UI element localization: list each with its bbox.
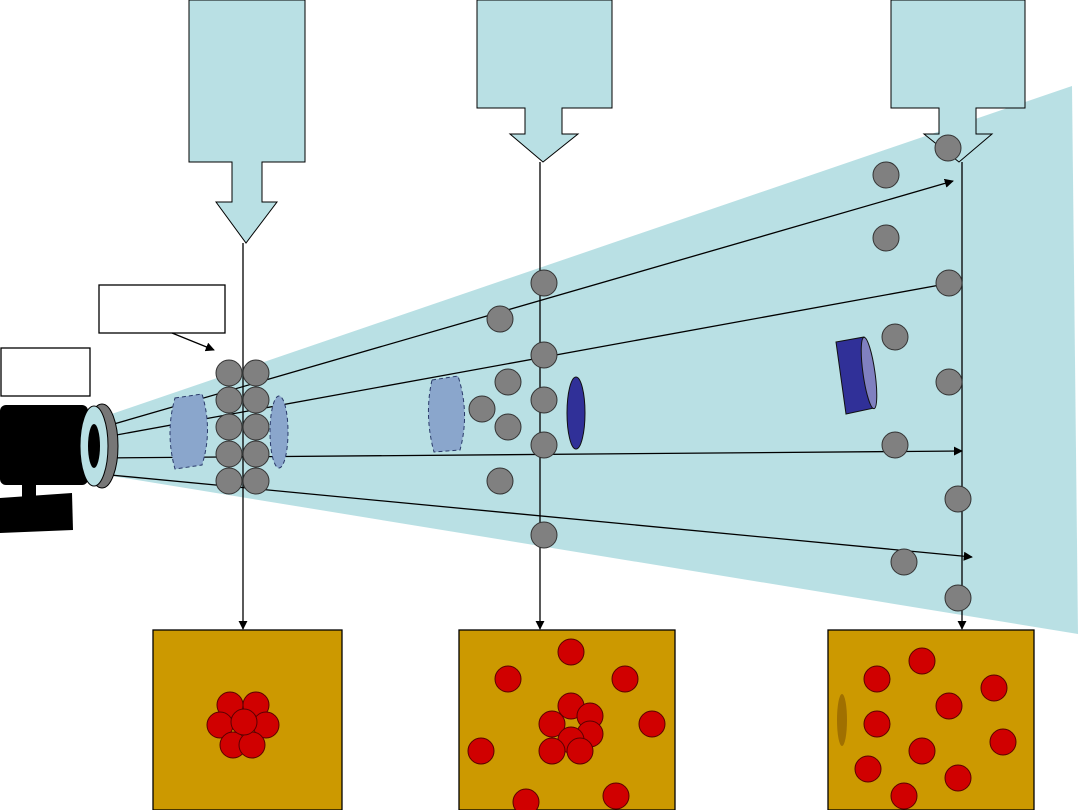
particle <box>242 359 270 387</box>
image-dot <box>467 737 495 765</box>
particle <box>494 368 522 396</box>
particles-callout <box>98 284 226 352</box>
particle <box>494 413 522 441</box>
image-dot <box>935 692 963 720</box>
image-dot <box>980 674 1008 702</box>
particle <box>944 584 972 612</box>
image-dot <box>557 638 585 666</box>
block-arrow-middle <box>476 0 613 163</box>
particle <box>872 224 900 252</box>
particle <box>242 467 270 495</box>
particle <box>935 368 963 396</box>
particle <box>530 341 558 369</box>
particle <box>468 395 496 423</box>
particle <box>215 359 243 387</box>
particles-callout-pointer <box>171 332 215 352</box>
image-dot <box>863 665 891 693</box>
particle <box>242 386 270 414</box>
image-dot <box>538 737 566 765</box>
particle <box>486 467 514 495</box>
faint-disk-left <box>169 393 208 470</box>
particle <box>881 323 909 351</box>
particle <box>530 431 558 459</box>
block-arrow-right <box>890 0 1026 163</box>
faint-disk-middle <box>427 375 466 453</box>
image-dot <box>494 665 522 693</box>
image-dot <box>854 755 882 783</box>
particle <box>215 386 243 414</box>
particle <box>242 440 270 468</box>
particle <box>530 521 558 549</box>
particle <box>215 467 243 495</box>
particle <box>215 440 243 468</box>
image-dot <box>890 782 918 810</box>
particle <box>890 548 918 576</box>
image-dot-group <box>206 638 1017 810</box>
image-dot <box>538 710 566 738</box>
image-disk-trace <box>837 694 847 746</box>
image-dot <box>566 737 594 765</box>
camera-callout <box>0 347 91 397</box>
image-dot <box>238 731 266 759</box>
particle <box>944 485 972 513</box>
particle <box>881 431 909 459</box>
particle <box>215 413 243 441</box>
faint-disk-left-edge <box>269 395 289 469</box>
image-dot <box>908 737 936 765</box>
particle-disk-icon <box>566 376 586 450</box>
image-dot <box>230 708 258 736</box>
particle <box>530 269 558 297</box>
camera-icon <box>0 403 119 533</box>
particle-group <box>215 134 972 612</box>
particle <box>486 305 514 333</box>
image-dot <box>638 710 666 738</box>
particle <box>242 413 270 441</box>
particle <box>934 134 962 162</box>
image-dot <box>611 665 639 693</box>
image-dot <box>863 710 891 738</box>
particle <box>530 386 558 414</box>
block-arrow-left <box>188 0 306 244</box>
particle-disk-icon <box>835 336 878 415</box>
image-dot <box>989 728 1017 756</box>
particle <box>935 269 963 297</box>
image-dot <box>908 647 936 675</box>
image-dot <box>944 764 972 792</box>
particle <box>872 161 900 189</box>
image-dot <box>602 782 630 810</box>
image-dot <box>512 788 540 810</box>
